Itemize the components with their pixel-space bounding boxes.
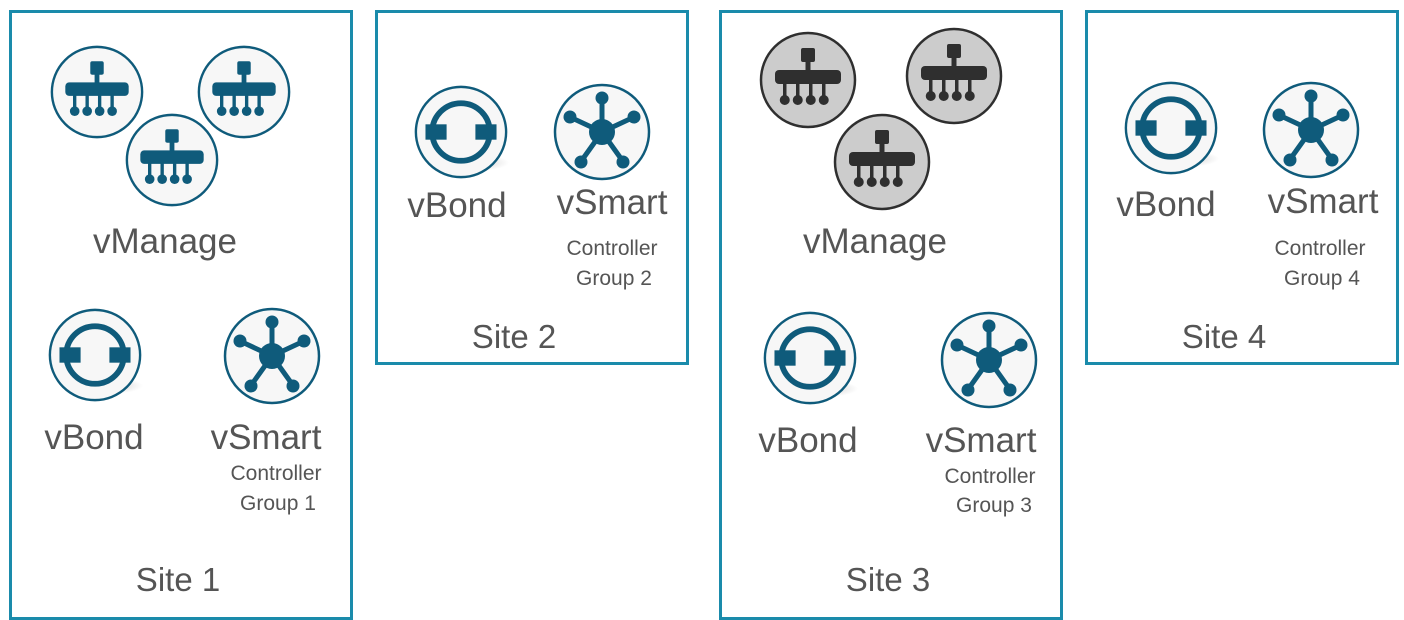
vbond-icon	[40, 307, 150, 403]
site-4-box	[1085, 10, 1399, 365]
vmanage-standby-icon	[904, 26, 1004, 126]
vmanage-label: vManage	[803, 222, 947, 261]
vbond-label: vBond	[44, 418, 144, 457]
vbond-label: vBond	[407, 186, 507, 225]
site-label: Site 3	[845, 561, 931, 598]
vsmart-icon	[222, 306, 322, 406]
site-label: Site 4	[1181, 318, 1267, 355]
vbond-icon	[1115, 80, 1227, 176]
controller-group-line2: Group 4	[1284, 267, 1360, 290]
controller-group-line2: Group 2	[576, 267, 652, 290]
vmanage-label: vManage	[93, 222, 237, 261]
vsmart-icon	[552, 82, 652, 182]
vbond-label: vBond	[1116, 185, 1216, 224]
controller-group-line1: Controller	[1274, 237, 1366, 260]
site-2-box	[375, 10, 689, 365]
vsmart-label: vSmart	[925, 421, 1037, 460]
controller-group-line2: Group 1	[240, 492, 316, 515]
controller-group-line1: Controller	[944, 465, 1036, 488]
vsmart-label: vSmart	[556, 183, 668, 222]
site-label: Site 2	[471, 318, 557, 355]
vbond-icon	[755, 310, 865, 406]
site-label: Site 1	[135, 561, 221, 598]
controller-group-line2: Group 3	[956, 494, 1032, 517]
vbond-label: vBond	[758, 421, 858, 460]
controller-group-line1: Controller	[230, 462, 322, 485]
vsmart-icon	[1261, 80, 1361, 180]
vbond-icon	[405, 84, 517, 180]
vmanage-standby-icon	[832, 112, 932, 212]
vsmart-label: vSmart	[1267, 182, 1379, 221]
vmanage-icon	[124, 112, 220, 208]
vsmart-label: vSmart	[210, 418, 322, 457]
controller-group-line1: Controller	[566, 237, 658, 260]
vsmart-icon	[939, 310, 1039, 410]
